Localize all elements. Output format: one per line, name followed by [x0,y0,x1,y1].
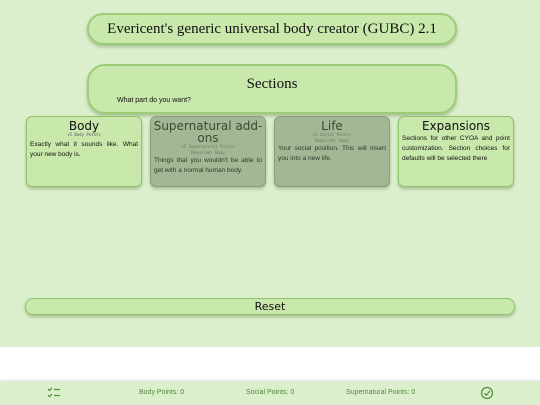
section-card-life[interactable]: Life +5 Social Points Required: Body You… [274,116,390,187]
card-description: Exactly what it sounds like. What your n… [30,141,138,158]
reset-button[interactable]: Reset [25,298,515,315]
card-description: Sections for other CYOA and point custom… [402,135,510,162]
card-points: +5 Supernatural Points [181,144,235,149]
card-requirement: Required: Body [315,138,349,143]
card-title: Supernatural add-ons [153,119,263,145]
card-points: +5 Social Points [312,132,352,137]
section-card-expansions[interactable]: Expansions Sections for other CYOA and p… [398,116,514,187]
sections-title: Sections [246,76,298,92]
card-requirement: Required: Body [191,150,225,155]
body-points-counter: Body Points: 0 [139,389,185,396]
check-circle-icon[interactable] [480,386,494,400]
social-points-counter: Social Points: 0 [246,389,295,396]
card-description: Your social position. This will insert y… [278,145,386,162]
section-card-body[interactable]: Body +5 Body Points Exactly what it soun… [26,116,142,187]
reset-label: Reset [254,300,286,313]
app-background: Evericent's generic universal body creat… [0,0,540,347]
card-points: +5 Body Points [67,132,101,137]
page-title-text: Evericent's generic universal body creat… [107,20,437,37]
card-description: Things that you wouldn't be able to get … [154,157,262,174]
page-title: Evericent's generic universal body creat… [87,13,457,45]
section-card-supernatural[interactable]: Supernatural add-ons +5 Supernatural Poi… [150,116,266,187]
points-bar: Body Points: 0 Social Points: 0 Supernat… [0,381,540,405]
checklist-icon[interactable] [47,386,61,400]
card-title: Expansions [421,119,491,133]
sections-subtitle: What part do you want? [117,97,191,104]
card-title: Life [321,119,343,133]
card-title: Body [68,119,100,133]
sections-header: Sections What part do you want? [87,64,457,114]
supernatural-points-counter: Supernatural Points: 0 [346,389,416,396]
